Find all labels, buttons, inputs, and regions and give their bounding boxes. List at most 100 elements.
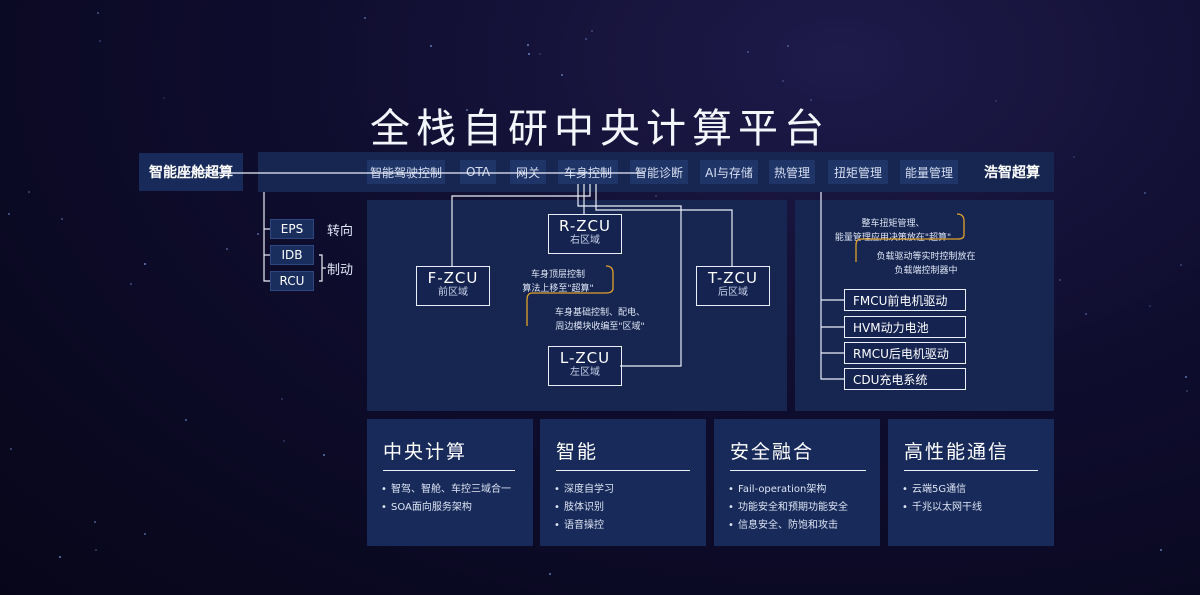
star-dot [1059, 279, 1061, 281]
star-dot [1073, 156, 1075, 158]
fmcu-box: FMCU前电机驱动 [844, 289, 966, 311]
cdu-box: CDU充电系统 [844, 368, 966, 390]
card-communication-title: 高性能通信 [904, 441, 1010, 463]
zcu-rear-box: T-ZCU 后区域 [696, 266, 770, 306]
star-dot [1085, 313, 1087, 315]
note-energy: 整车扭矩管理、 能量管理应用决策放在"超算" [825, 217, 961, 245]
list-item: •云端5G通信 [902, 484, 967, 495]
card-safety: 安全融合 •Fail-operation架构 •功能安全和预期功能安全 •信息安… [714, 419, 880, 546]
star-dot [585, 38, 587, 40]
tab-adas-control: 智能驾驶控制 [367, 160, 445, 184]
note-body-top-line2: 算法上移至"超算" [522, 284, 594, 294]
star-dot [1149, 305, 1151, 307]
zcu-left-name: L-ZCU [559, 349, 611, 367]
star-dot [283, 440, 285, 442]
star-dot [364, 17, 366, 19]
star-dot [59, 556, 61, 558]
star-dot [323, 454, 325, 456]
star-dot [95, 549, 97, 551]
note-load: 负载驱动等实时控制放在 负载端控制器中 [866, 250, 986, 278]
note-body-top: 车身顶层控制 算法上移至"超算" [512, 268, 604, 296]
card-communication: 高性能通信 •云端5G通信 •千兆以太网干线 [888, 419, 1054, 546]
note-load-line2: 负载端控制器中 [894, 266, 958, 276]
zcu-front-sub: 前区域 [438, 287, 468, 298]
note-body-base-line1: 车身基础控制、配电、 [554, 308, 645, 318]
star-dot [539, 53, 541, 55]
star-dot [61, 218, 63, 220]
card-intelligence: 智能 •深度自学习 •肢体识别 •语音操控 [540, 419, 706, 546]
star-dot [281, 398, 283, 400]
star-dot [1186, 390, 1188, 392]
chip-eps: EPS [270, 219, 314, 239]
star-dot [99, 40, 101, 42]
star-dot [28, 191, 30, 193]
star-dot [257, 233, 259, 235]
chip-rcu: RCU [270, 271, 314, 291]
star-dot [549, 573, 551, 575]
star-dot [561, 74, 563, 76]
zcu-right-name: R-ZCU [559, 217, 611, 235]
star-dot [226, 248, 228, 250]
star-dot [1185, 376, 1187, 378]
star-dot [97, 12, 99, 14]
tab-ai-storage: AI与存储 [700, 160, 758, 184]
braking-label: 制动 [327, 263, 354, 278]
tab-thermal: 热管理 [769, 160, 815, 184]
zcu-rear-sub: 后区域 [718, 287, 748, 298]
zcu-front-name: F-ZCU [427, 269, 479, 287]
cockpit-label-box: 智能座舱超算 [139, 153, 243, 191]
note-load-line1: 负载驱动等实时控制放在 [876, 252, 976, 262]
tab-diagnostics: 智能诊断 [630, 160, 688, 184]
list-item: •深度自学习 [554, 484, 614, 495]
note-body-base-line2: 周边模块收编至"区域" [555, 322, 645, 332]
star-dot [185, 419, 187, 421]
list-item: •信息安全、防饱和攻击 [728, 520, 838, 531]
star-dot [1144, 192, 1146, 194]
star-dot [144, 533, 146, 535]
rmcu-box: RMCU后电机驱动 [844, 342, 966, 364]
note-energy-line2: 能量管理应用决策放在"超算" [834, 233, 952, 243]
star-dot [528, 53, 530, 55]
zcu-rear-name: T-ZCU [708, 269, 758, 287]
card-divider [904, 470, 1038, 471]
hvm-box: HVM动力电池 [844, 316, 966, 338]
star-dot [655, 195, 657, 197]
star-dot [787, 45, 789, 47]
star-dot [591, 30, 593, 32]
star-dot [747, 51, 749, 53]
star-dot [1160, 549, 1162, 551]
tab-ota: OTA [460, 160, 496, 184]
list-item: •千兆以太网干线 [902, 502, 982, 513]
page-title: 全栈自研中央计算平台 [370, 106, 830, 152]
card-safety-title: 安全融合 [730, 441, 815, 463]
note-body-base: 车身基础控制、配电、 周边模块收编至"区域" [540, 306, 660, 334]
zcu-right-box: R-ZCU 右区域 [548, 214, 622, 254]
zcu-left-box: L-ZCU 左区域 [548, 346, 622, 386]
list-item: •肢体识别 [554, 502, 604, 513]
haozhi-label: 浩智超算 [984, 165, 1040, 181]
star-dot [1180, 264, 1182, 266]
zcu-right-sub: 右区域 [570, 235, 600, 246]
star-dot [130, 283, 132, 285]
zcu-front-box: F-ZCU 前区域 [416, 266, 490, 306]
steering-label: 转向 [327, 224, 354, 239]
cockpit-label: 智能座舱超算 [149, 165, 233, 181]
star-dot [144, 263, 146, 265]
star-dot [10, 448, 12, 450]
note-energy-line1: 整车扭矩管理、 [861, 219, 925, 229]
card-central-compute: 中央计算 •智驾、智舱、车控三域合一 •SOA面向服务架构 [367, 419, 533, 546]
list-item: •语音操控 [554, 520, 604, 531]
list-item: •SOA面向服务架构 [381, 502, 472, 513]
star-dot [527, 44, 529, 46]
card-divider [556, 470, 690, 471]
zcu-left-sub: 左区域 [570, 367, 600, 378]
card-divider [730, 470, 866, 471]
card-intelligence-title: 智能 [556, 441, 599, 463]
note-body-top-line1: 车身顶层控制 [530, 270, 585, 280]
star-dot [94, 521, 96, 523]
tab-body-control: 车身控制 [558, 160, 618, 184]
star-dot [8, 213, 10, 215]
card-central-compute-title: 中央计算 [383, 441, 468, 463]
tab-energy: 能量管理 [900, 160, 958, 184]
tab-gateway: 网关 [510, 160, 546, 184]
